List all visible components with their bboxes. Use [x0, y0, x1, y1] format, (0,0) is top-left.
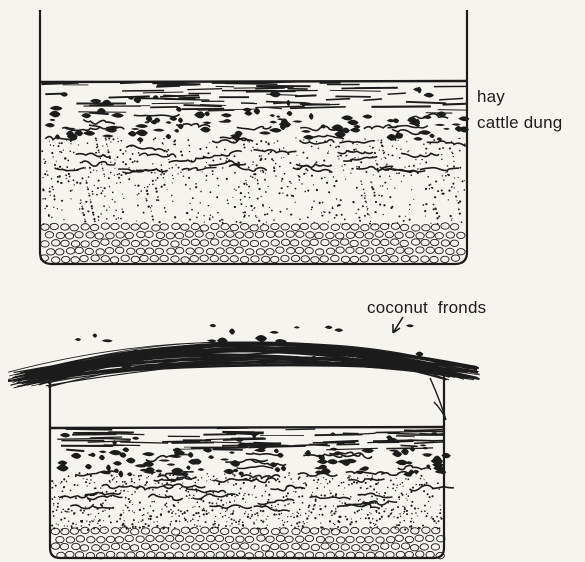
bottom-pit-stones-layer [51, 527, 445, 559]
bottom-pit-cattle-dung-layer [56, 448, 451, 478]
coconut-fronds-label: coconut fronds [367, 298, 486, 318]
top-pit-sand-layer [42, 179, 465, 225]
hay-label: hay [477, 87, 505, 107]
coconut-fronds-cover [8, 324, 480, 420]
bottom-pit-hay-layer [50, 427, 444, 452]
coconut-fronds-pointer-arrow [393, 317, 403, 333]
top-pit-soil-layer [41, 137, 465, 180]
bottom-pit-soil-layer [51, 472, 454, 511]
top-pit-stones-layer [40, 223, 465, 263]
top-pit-cattle-dung-layer [45, 111, 470, 143]
top-pit [40, 10, 470, 264]
top-pit-hay-layer [40, 81, 467, 116]
bottom-pit [8, 317, 480, 559]
cattle-dung-label: cattle dung [477, 113, 562, 133]
